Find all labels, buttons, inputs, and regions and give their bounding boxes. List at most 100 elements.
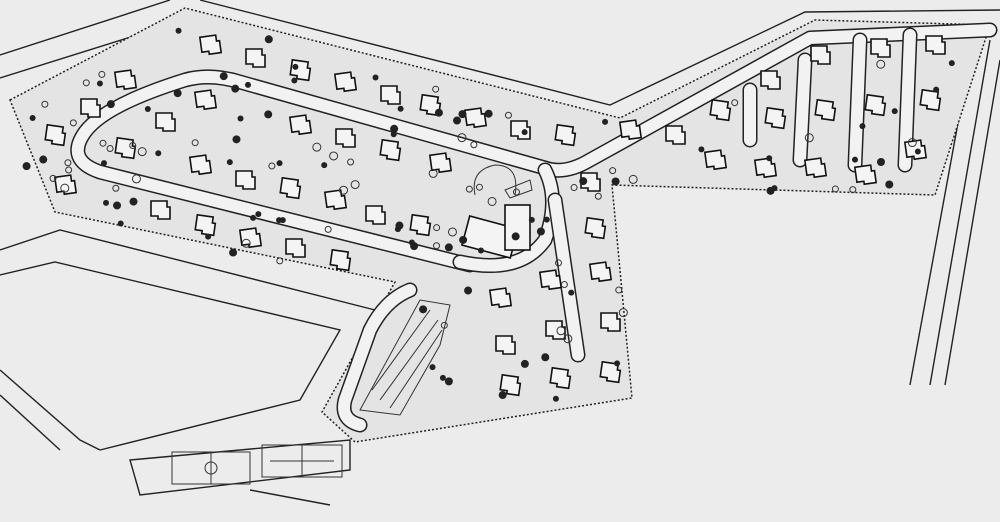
tree-icon [615, 286, 623, 294]
house [584, 216, 607, 240]
house [709, 98, 732, 122]
tree-icon [444, 377, 453, 386]
tree-icon [324, 225, 332, 233]
tree-icon [229, 248, 238, 257]
tree-icon [276, 160, 283, 167]
house [600, 312, 621, 332]
tree-icon [428, 168, 438, 178]
tree-icon [521, 129, 528, 136]
tree-icon [804, 133, 814, 143]
tree-icon [131, 174, 141, 184]
clubhouse-building [460, 164, 533, 259]
house [870, 38, 891, 58]
house [545, 320, 566, 340]
tree-icon [129, 197, 138, 206]
tree-icon [390, 124, 399, 133]
tree-icon [276, 257, 284, 265]
tree-icon [264, 110, 273, 119]
house [549, 366, 572, 390]
house [864, 93, 887, 117]
tree-icon [106, 145, 114, 153]
tree-icon [504, 111, 512, 119]
tree-icon [98, 70, 106, 78]
tree-icon [321, 162, 328, 169]
tree-icon [579, 177, 588, 186]
tree-icon [205, 233, 212, 240]
tree-icon [731, 99, 739, 107]
trees [22, 27, 955, 402]
house [919, 88, 942, 112]
tree-icon [876, 59, 886, 69]
tree-icon [100, 160, 107, 167]
house [703, 149, 728, 171]
tree-icon [106, 100, 115, 109]
tree-icon [464, 286, 473, 295]
house [238, 227, 263, 249]
tree-icon [439, 374, 446, 381]
tree-icon [433, 242, 441, 250]
tree-icon [876, 157, 885, 166]
tree-icon [458, 110, 467, 119]
tree-icon [831, 185, 839, 193]
houses [44, 34, 946, 397]
tree-icon [113, 201, 122, 210]
house [155, 112, 176, 132]
tree-icon [891, 108, 898, 115]
tree-icon [484, 109, 493, 118]
tree-icon [433, 224, 441, 232]
tree-icon [255, 211, 262, 218]
tree-icon [948, 60, 955, 67]
house [198, 34, 223, 56]
tree-icon [552, 395, 559, 402]
house [380, 85, 401, 105]
tree-icon [41, 100, 49, 108]
tree-icon [498, 391, 507, 400]
tree-icon [520, 359, 529, 368]
house [245, 48, 266, 68]
house [279, 176, 302, 200]
tree-icon [907, 138, 917, 148]
tree-icon [231, 84, 240, 93]
house [150, 200, 171, 220]
house [409, 213, 432, 237]
house [580, 172, 601, 192]
tree-icon [60, 183, 70, 193]
tree-icon [173, 89, 182, 98]
tree-icon [244, 81, 251, 88]
tree-icon [339, 185, 349, 195]
tree-icon [82, 79, 90, 87]
tree-icon [766, 186, 775, 195]
house [333, 71, 358, 93]
house [463, 107, 488, 129]
house [760, 70, 781, 90]
tree-icon [29, 115, 36, 122]
tree-icon [541, 353, 550, 362]
house [499, 373, 522, 397]
house [193, 89, 218, 111]
tree-icon [614, 360, 621, 367]
house [588, 261, 613, 283]
tree-icon [568, 289, 575, 296]
tree-icon [155, 150, 162, 157]
tree-icon [350, 180, 360, 190]
house [510, 120, 531, 140]
tree-icon [329, 151, 339, 161]
house [285, 238, 306, 258]
tree-icon [444, 243, 453, 252]
tree-icon [536, 227, 545, 236]
tree-icon [511, 232, 520, 241]
tree-icon [459, 235, 468, 244]
tree-icon [64, 159, 72, 167]
tree-icon [555, 259, 563, 267]
tree-icon [291, 77, 298, 84]
tree-icon [264, 35, 273, 44]
tree-icon [226, 159, 233, 166]
tree-icon [475, 183, 483, 191]
tree-icon [103, 199, 110, 206]
tree-icon [96, 80, 103, 87]
internal-roads [70, 22, 998, 433]
tree-icon [144, 106, 151, 113]
tree-icon [232, 135, 241, 144]
tree-icon [39, 155, 48, 164]
